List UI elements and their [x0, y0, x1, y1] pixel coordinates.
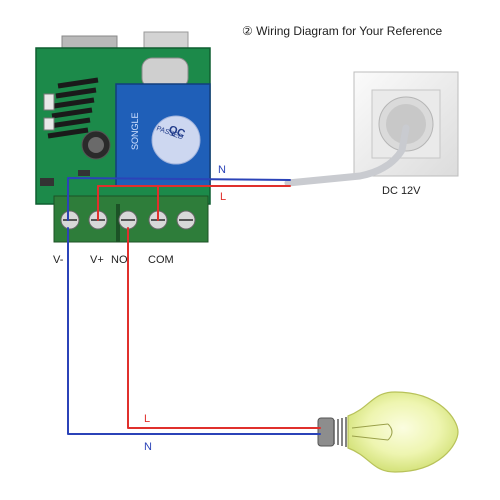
relay-receiver-board-icon: SONGLE 05VDC QC PASSED [35, 31, 211, 243]
light-bulb-icon [317, 391, 459, 473]
neutral-label-bottom: N [144, 441, 152, 453]
diagram-title: ② Wiring Diagram for Your Reference [242, 24, 443, 38]
live-wire-bottom [127, 227, 321, 429]
live-label-top: L [220, 191, 227, 203]
socket-cable [284, 124, 410, 187]
wall-socket-icon [353, 71, 459, 177]
live-wire-top [97, 185, 291, 221]
svg-text:SONGLE: SONGLE [130, 112, 140, 150]
power-label: DC 12V [382, 185, 421, 197]
live-label-bottom: L [144, 413, 151, 425]
terminal-label-com: COM [148, 254, 174, 266]
neutral-wire-top [67, 177, 291, 221]
svg-text:QC: QC [167, 124, 187, 141]
neutral-wire-bottom [67, 227, 321, 435]
terminal-label-v-minus: V- [53, 254, 64, 266]
terminal-label-no: NO [111, 254, 128, 266]
terminal-label-v-plus: V+ [90, 254, 104, 266]
neutral-label-top: N [218, 164, 226, 176]
wires [67, 124, 410, 435]
